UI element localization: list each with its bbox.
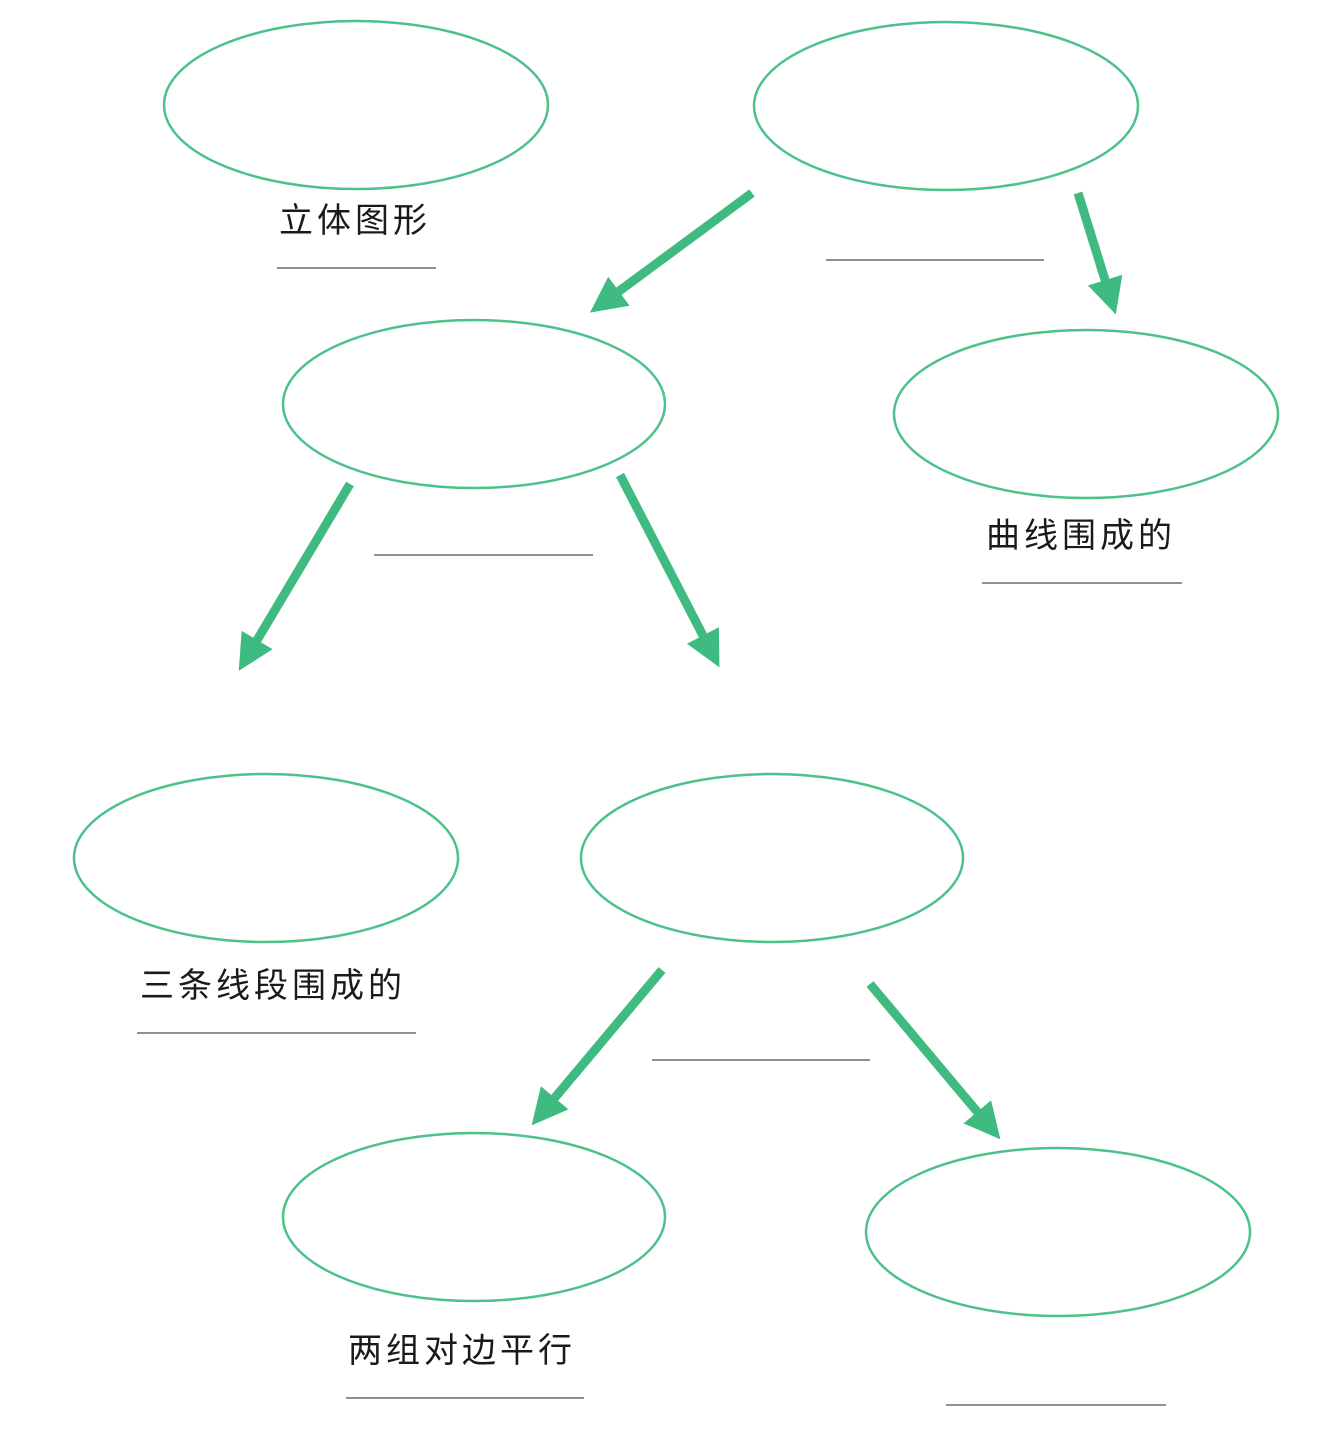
node-line-segment-figures: [281, 318, 667, 490]
arrow-to-line-segment-figures: [589, 189, 755, 313]
node-parallelograms: [281, 1131, 667, 1303]
node-curve-figures: [892, 328, 1280, 500]
node-solid-figures: [162, 19, 550, 191]
label-enclosed-by-three-segments: 三条线段围成的: [140, 966, 406, 1006]
arrow-to-quadrilaterals: [616, 472, 720, 668]
label-two-pairs-parallel-sides: 两组对边平行: [348, 1331, 576, 1371]
arrow-to-trapezoids: [866, 981, 1001, 1140]
arrow-to-triangles: [238, 481, 354, 671]
node-quadrilaterals: [579, 772, 965, 944]
node-plane-figures: [752, 20, 1140, 192]
arrow-to-parallelograms: [531, 967, 666, 1126]
node-trapezoids: [864, 1146, 1252, 1318]
arrow-to-curve-figures: [1073, 191, 1123, 315]
label-solid-figure: 立体图形: [279, 201, 431, 241]
label-enclosed-by-curve: 曲线围成的: [986, 516, 1176, 556]
node-triangles: [72, 772, 460, 944]
